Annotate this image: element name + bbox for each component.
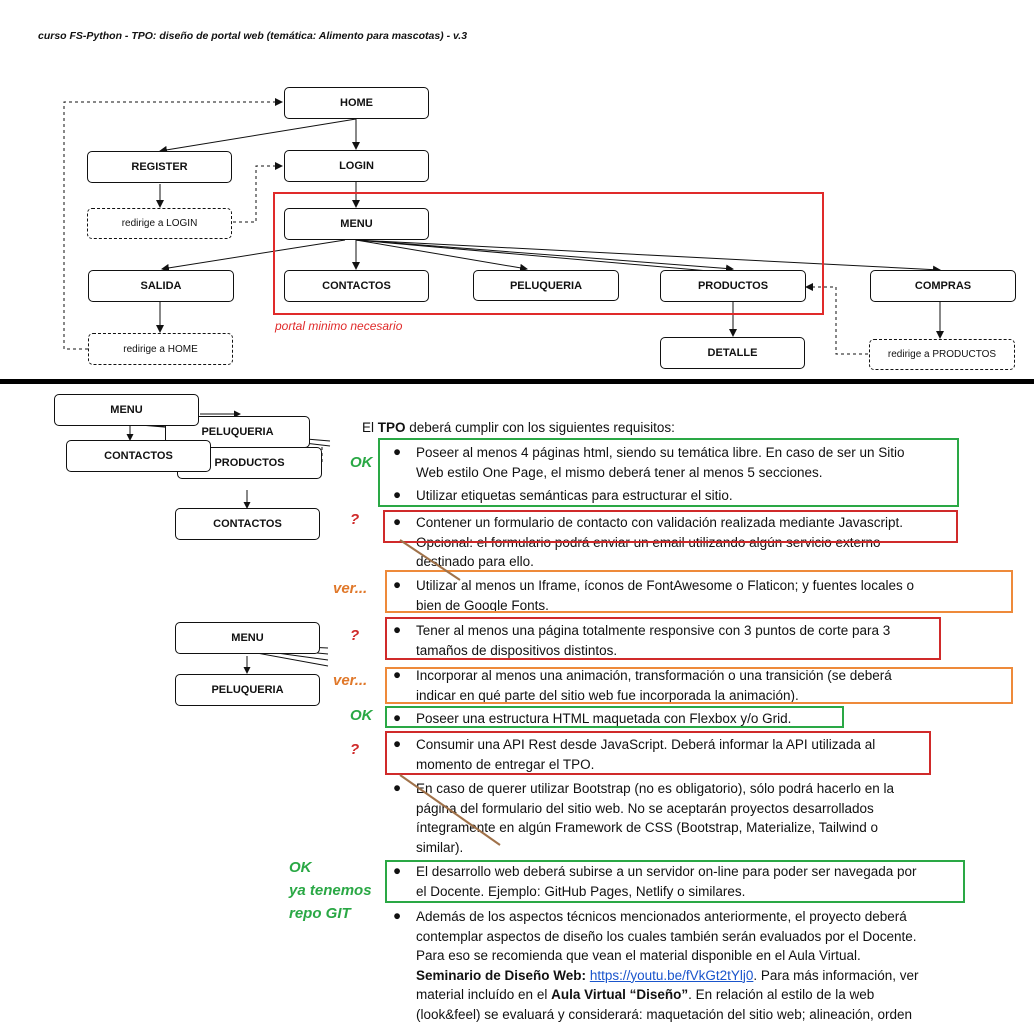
node-salida: SALIDA — [88, 270, 234, 302]
req-10: El desarrollo web deberá subirse a un se… — [416, 864, 917, 899]
req-7: Poseer una estructura HTML maquetada con… — [416, 711, 792, 726]
node-register: REGISTER — [87, 151, 232, 183]
bullet-7: ● — [393, 710, 402, 725]
scrap-node-contactos-2: CONTACTOS — [175, 508, 320, 540]
ver-frame-1 — [385, 570, 1013, 613]
node-redirect-productos: redirige a PRODUCTOS — [869, 339, 1015, 370]
bullet-8: ● — [393, 736, 402, 751]
note-ok-1: OK — [350, 454, 373, 471]
ok-frame-3 — [385, 860, 965, 903]
bullet-6: ● — [393, 667, 402, 682]
node-redirect-login: redirige a LOGIN — [87, 208, 232, 239]
node-redirect-home: redirige a HOME — [88, 333, 233, 365]
seminario-link[interactable]: https://youtu.be/fVkGt2tYlj0 — [589, 967, 754, 983]
bullet-5: ● — [393, 622, 402, 637]
node-detalle: DETALLE — [660, 337, 805, 369]
note-question-3: ? — [350, 741, 360, 758]
requirements-intro: El TPO deberá cumplir con los siguientes… — [362, 420, 675, 435]
bullet-10: ● — [393, 863, 402, 878]
question-frame-3 — [385, 731, 931, 775]
document-title: curso FS-Python - TPO: diseño de portal … — [38, 30, 468, 42]
strike-marks — [399, 539, 501, 846]
scrap-node-menu: MENU — [54, 394, 199, 426]
question-frame-2 — [385, 617, 941, 660]
scrap-node-peluqueria-2: PELUQUERIA — [175, 674, 320, 706]
question-frame-1 — [383, 510, 958, 543]
note-question-2: ? — [350, 627, 360, 644]
node-login: LOGIN — [284, 150, 429, 182]
bullet-9: ● — [393, 780, 402, 795]
req-11: Además de los aspectos técnicos menciona… — [416, 909, 919, 1022]
req-8: Consumir una API Rest desde JavaScript. … — [416, 737, 876, 772]
node-menu: MENU — [284, 208, 429, 240]
req-9: En caso de querer utilizar Bootstrap (no… — [416, 781, 895, 855]
req-4: Utilizar al menos un Iframe, íconos de F… — [416, 578, 914, 613]
bullet-2: ● — [393, 487, 402, 502]
req-5: Tener al menos una página totalmente res… — [416, 623, 891, 658]
bullet-4: ● — [393, 577, 402, 592]
bullet-1: ● — [393, 444, 402, 459]
node-contactos: CONTACTOS — [284, 270, 429, 302]
ver-frame-2 — [385, 667, 1013, 704]
node-compras: COMPRAS — [870, 270, 1016, 302]
section-divider — [0, 379, 1034, 384]
diagram-connectors — [63, 98, 944, 355]
bullet-3: ● — [393, 514, 402, 529]
portal-minimum-frame — [273, 192, 824, 315]
scrap-node-contactos: CONTACTOS — [66, 440, 211, 472]
portal-label: portal minimo necesario — [275, 319, 403, 333]
ok-frame-1 — [378, 438, 959, 507]
scrap-node-menu-2: MENU — [175, 622, 320, 654]
node-home: HOME — [284, 87, 429, 119]
node-peluqueria: PELUQUERIA — [473, 270, 619, 301]
bullet-11: ● — [393, 908, 402, 923]
ok-frame-2 — [385, 706, 844, 728]
note-ver-1: ver... — [333, 580, 368, 597]
req-2: Utilizar etiquetas semánticas para estru… — [416, 488, 733, 503]
note-question-1: ? — [350, 511, 360, 528]
req-6: Incorporar al menos una animación, trans… — [416, 668, 892, 703]
req-1: Poseer al menos 4 páginas html, siendo s… — [416, 445, 905, 480]
note-ver-2: ver... — [333, 672, 368, 689]
note-ok-2: OK — [350, 707, 373, 724]
node-productos: PRODUCTOS — [660, 270, 806, 302]
